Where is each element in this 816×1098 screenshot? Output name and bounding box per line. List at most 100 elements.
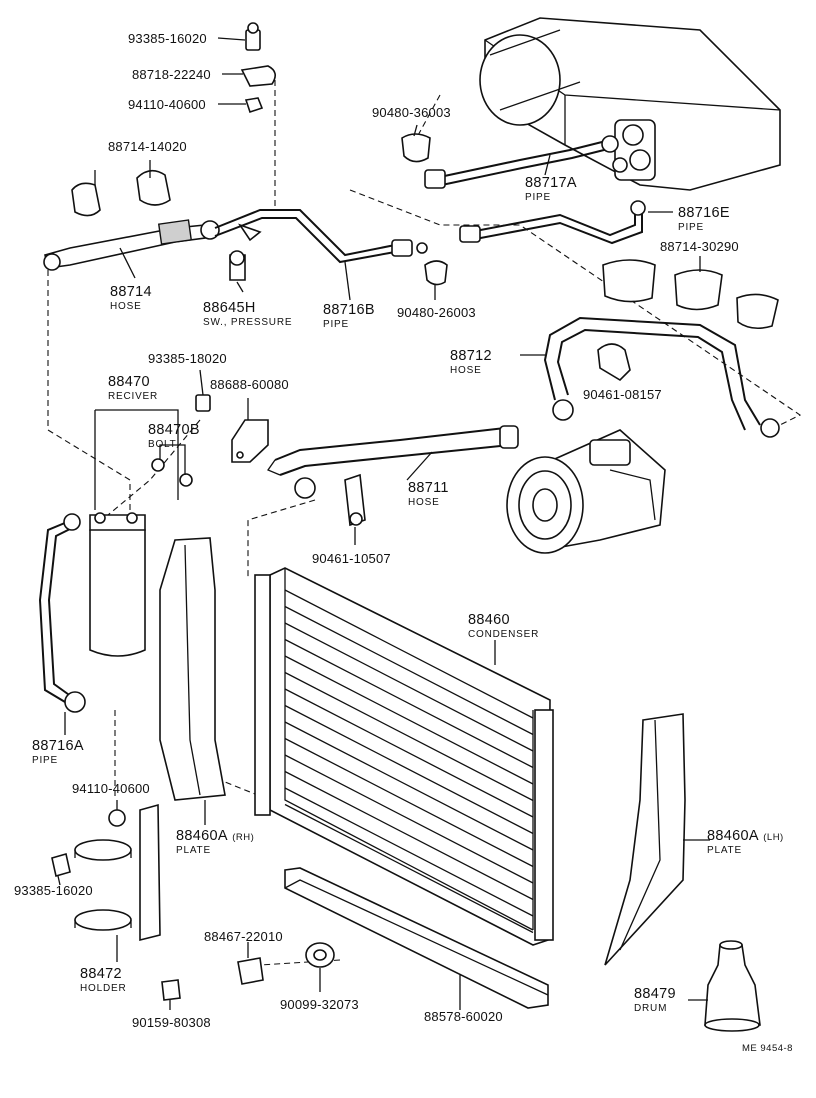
part-number: 88711 (408, 480, 449, 496)
hose-88712 (543, 316, 780, 438)
part-description: PIPE (323, 319, 349, 330)
label-88688-60080: 88688-60080 (210, 377, 289, 392)
seal-88578-60020 (284, 867, 549, 1009)
part-number: 88712 (450, 348, 492, 364)
part-number: 88460 (468, 612, 510, 628)
small-hardware (51, 22, 779, 1001)
bracket-88688-60080 (231, 419, 269, 463)
label-88470: 88470 RECIVER (108, 374, 158, 402)
part-number: 88716A (32, 738, 84, 754)
condenser-tube (284, 787, 534, 917)
part-number: 88714 (110, 284, 152, 300)
label-88716a: 88716A PIPE (32, 738, 84, 766)
label-88716b: 88716B PIPE (323, 302, 375, 330)
label-88467-22010: 88467-22010 (204, 929, 283, 944)
label-88470b: 88470B BOLT (148, 422, 200, 450)
part-description: BOLT (148, 439, 177, 450)
label-94110-40600-top: 94110-40600 (128, 97, 206, 112)
part-description: PIPE (678, 222, 704, 233)
label-88712: 88712 HOSE (450, 348, 492, 376)
part-number: 88717A (525, 175, 577, 191)
part-number: 88470 (108, 374, 150, 390)
condenser-tube (284, 754, 534, 884)
label-93385-16020-top: 93385-16020 (128, 31, 207, 46)
label-93385-16020-bottom: 93385-16020 (14, 883, 93, 898)
part-number: 88645H (203, 300, 256, 316)
pipe-88717a (424, 135, 619, 189)
compressor (506, 429, 666, 554)
condenser-tube (284, 671, 534, 802)
holder-88472 (74, 803, 161, 942)
condenser-tube (284, 803, 534, 934)
label-88460a-rh: 88460A (RH) PLATE (176, 828, 254, 856)
label-88578-60020: 88578-60020 (424, 1009, 503, 1024)
label-88714: 88714 HOSE (110, 284, 152, 312)
label-88714-30290: 88714-30290 (660, 239, 739, 254)
label-90159-80308: 90159-80308 (132, 1015, 211, 1030)
drum-88479 (704, 940, 761, 1032)
part-number: 88472 (80, 966, 122, 982)
pipe-88716b (214, 209, 428, 264)
part-description: HOLDER (80, 983, 127, 994)
part-description: DRUM (634, 1003, 668, 1014)
part-number: 88479 (634, 986, 676, 1002)
part-number: 88716B (323, 302, 375, 318)
part-number: 88460A (176, 828, 228, 844)
label-88472: 88472 HOLDER (80, 966, 126, 994)
part-description: SW., PRESSURE (203, 317, 293, 328)
plate-88460a-lh (604, 713, 686, 966)
part-description: RECIVER (108, 391, 159, 402)
part-description: HOSE (408, 497, 440, 508)
hose-88714 (43, 219, 220, 271)
pipe-88716a (38, 513, 86, 713)
label-90480-36003: 90480-36003 (372, 105, 451, 120)
label-88717a: 88717A PIPE (525, 175, 577, 203)
part-side: (RH) (232, 832, 255, 843)
plate-88460a-rh (159, 537, 226, 801)
label-88460: 88460 CONDENSER (468, 612, 539, 640)
part-description: PLATE (176, 845, 211, 856)
part-description: PIPE (525, 192, 551, 203)
label-90480-26003: 90480-26003 (397, 305, 476, 320)
part-description: HOSE (110, 301, 142, 312)
label-88460a-lh: 88460A (LH) PLATE (707, 828, 784, 856)
evaporator-unit (479, 17, 781, 191)
condenser-tube (284, 721, 534, 851)
condenser-tube (284, 737, 534, 868)
label-88714-14020: 88714-14020 (108, 139, 187, 154)
label-93385-18020: 93385-18020 (148, 351, 227, 366)
part-number: 88716E (678, 205, 730, 221)
part-description: CONDENSER (468, 629, 540, 640)
part-description: PLATE (707, 845, 742, 856)
condenser-tube (284, 605, 534, 736)
condenser-tube (284, 622, 534, 752)
condenser-tube (284, 589, 534, 719)
condenser-tube (284, 704, 534, 835)
pipe-88716e (459, 200, 646, 245)
label-leader-lines (57, 37, 710, 1010)
condenser-tube (284, 655, 534, 785)
hose-88711 (267, 425, 519, 499)
receiver-88470 (89, 512, 146, 657)
clamp-90461-10507 (344, 473, 366, 527)
part-description: HOSE (450, 365, 482, 376)
part-number: 88460A (707, 828, 759, 844)
label-88479: 88479 DRUM (634, 986, 676, 1014)
label-90099-32073: 90099-32073 (280, 997, 359, 1012)
condenser-tube (284, 688, 534, 818)
label-90461-08157: 90461-08157 (583, 387, 662, 402)
part-number: 88470B (148, 422, 200, 438)
figure-code: ME 9454-8 (742, 1043, 793, 1054)
condenser-88460 (254, 567, 554, 946)
condenser-tube (284, 770, 534, 901)
label-88716e: 88716E PIPE (678, 205, 730, 233)
label-88711: 88711 HOSE (408, 480, 449, 508)
label-88645h: 88645H SW., PRESSURE (203, 300, 292, 328)
label-88718-22240: 88718-22240 (132, 67, 211, 82)
label-94110-40600-bottom: 94110-40600 (72, 781, 150, 796)
part-description: PIPE (32, 755, 58, 766)
part-side: (LH) (763, 832, 784, 843)
condenser-tube (284, 638, 534, 769)
label-90461-10507: 90461-10507 (312, 551, 391, 566)
